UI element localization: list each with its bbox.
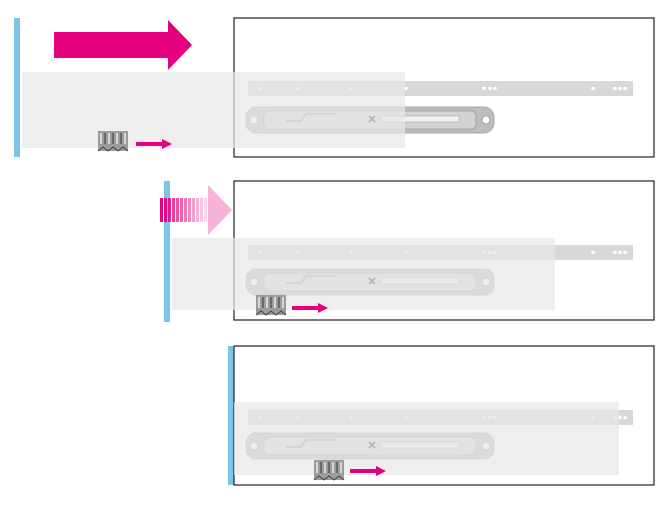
damper-hole <box>481 115 491 125</box>
rail-hole <box>623 250 627 255</box>
arrow-shaft <box>292 306 318 310</box>
catch-stripe <box>324 462 326 473</box>
catch-stripe <box>258 297 260 308</box>
catch-stripe <box>274 297 276 308</box>
catch-stripe <box>282 297 284 308</box>
fade-stripe <box>176 198 179 222</box>
rail-hole <box>618 415 622 420</box>
catch-stripe <box>320 462 322 473</box>
fade-stripe <box>164 198 167 222</box>
catch-stripe <box>112 133 114 144</box>
catch-stripe <box>278 297 280 308</box>
catch-block-icon <box>97 131 129 152</box>
rail-hole <box>404 86 408 91</box>
big-arrow-head <box>168 20 192 70</box>
fade-arrow-head <box>208 185 232 235</box>
fade-stripe <box>160 198 163 222</box>
rail-hole <box>623 86 627 91</box>
arrow-shaft <box>350 469 376 473</box>
arrow-right-faded-icon <box>160 185 232 235</box>
arrow-shaft <box>136 142 162 146</box>
catch-block-icon <box>313 460 345 481</box>
rail-hole <box>623 415 627 420</box>
rail-hole <box>488 86 492 91</box>
catch-stripe <box>116 133 118 144</box>
rail-hole <box>493 86 497 91</box>
cabinet-side <box>164 181 170 322</box>
fade-stripe <box>172 198 175 222</box>
fade-stripe <box>180 198 183 222</box>
catch-teeth <box>255 310 287 316</box>
catch-stripe <box>108 133 110 144</box>
arrow-head <box>162 139 172 149</box>
catch-stripe <box>124 133 126 144</box>
catch-block-icon <box>255 295 287 316</box>
arrow-right-icon <box>54 20 192 70</box>
catch-stripe <box>328 462 330 473</box>
big-arrow-shaft <box>54 32 170 58</box>
catch-stripe <box>336 462 338 473</box>
fade-stripe <box>200 198 203 222</box>
fade-stripe <box>168 198 171 222</box>
rail-hole <box>618 250 622 255</box>
catch-stripe <box>266 297 268 308</box>
arrow-right-icon <box>350 466 386 476</box>
catch-stripe <box>100 133 102 144</box>
fade-stripe <box>184 198 187 222</box>
rail-hole <box>482 86 486 91</box>
arrow-right-icon <box>136 139 172 149</box>
drawer <box>172 238 555 310</box>
rail-hole <box>618 86 622 91</box>
catch-teeth <box>313 475 345 481</box>
rail-hole <box>591 250 595 255</box>
arrow-right-icon <box>292 303 328 313</box>
rail-hole <box>613 250 617 255</box>
catch-stripe <box>316 462 318 473</box>
fade-stripe <box>196 198 199 222</box>
drawer <box>22 72 405 148</box>
catch-teeth <box>97 146 129 152</box>
step-1 <box>14 17 655 158</box>
arrow-head <box>376 466 386 476</box>
catch-stripe <box>332 462 334 473</box>
catch-stripe <box>340 462 342 473</box>
cabinet-side <box>14 18 20 157</box>
step-2 <box>164 180 655 322</box>
fade-stripe <box>204 198 207 222</box>
rail-hole <box>591 86 595 91</box>
catch-stripe <box>270 297 272 308</box>
rail-hole <box>613 86 617 91</box>
fade-stripe <box>192 198 195 222</box>
catch-stripe <box>262 297 264 308</box>
fade-stripe <box>188 198 191 222</box>
drawer <box>234 402 619 475</box>
catch-stripe <box>120 133 122 144</box>
catch-stripe <box>104 133 106 144</box>
step-3 <box>228 345 655 486</box>
arrow-head <box>318 303 328 313</box>
cabinet-side <box>228 346 234 485</box>
